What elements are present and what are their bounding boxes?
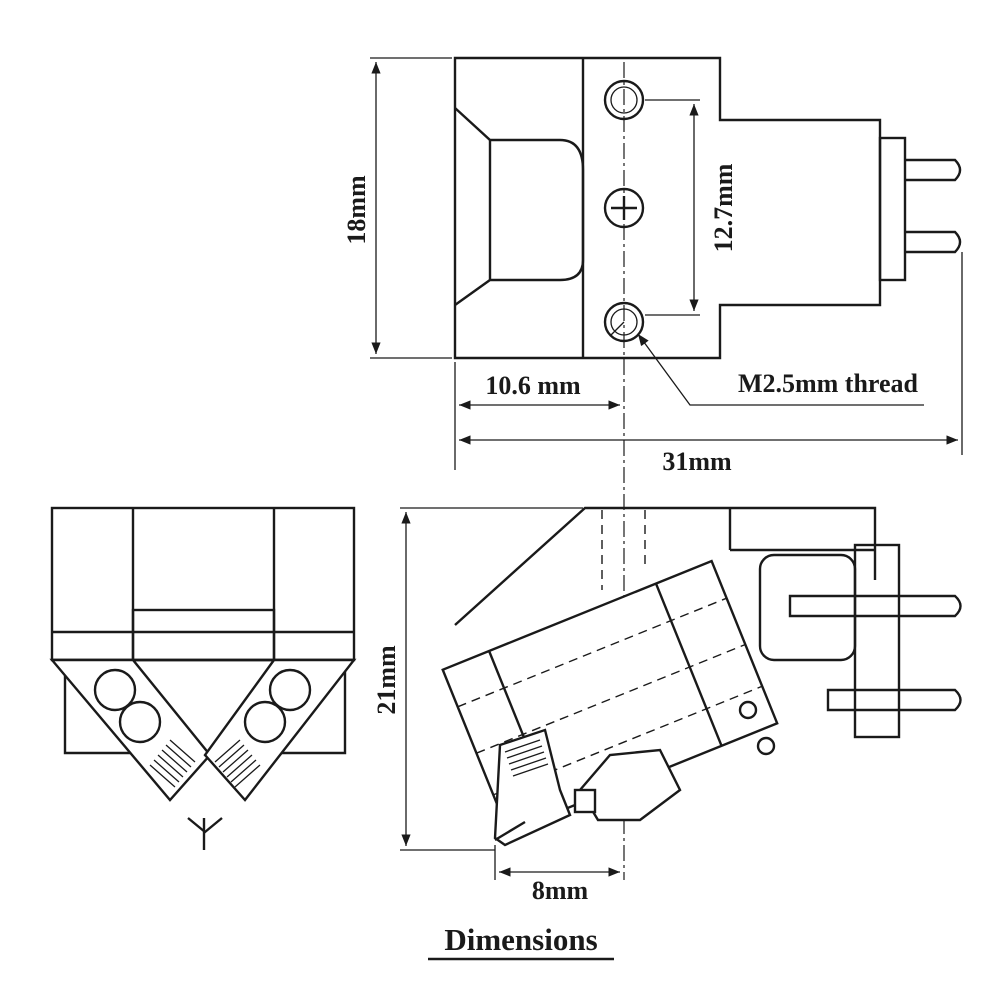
side-view-cantilever-housing (493, 728, 572, 847)
drawing-title: Dimensions (444, 922, 597, 957)
front-view-center-recess (131, 608, 276, 662)
dim-label-total-length: 31mm (662, 447, 732, 476)
front-view-body (50, 506, 356, 662)
dim-label-height-top: 18mm (342, 175, 371, 245)
side-view-generator-cap (573, 788, 597, 814)
side-view-stylus (494, 820, 526, 842)
thread-leader-line (637, 333, 924, 406)
side-view-rear-socket (758, 553, 857, 662)
side-view-thread (504, 739, 549, 777)
front-view-coil-right-upper (268, 668, 312, 712)
top-view-connector-plate (878, 136, 907, 282)
side-view-screw-upper (738, 700, 758, 720)
top-view-body-outline (453, 56, 882, 360)
front-view-coil-left-upper (93, 668, 137, 712)
side-view: 21mm 8mm (372, 506, 962, 905)
top-view-pin-1 (905, 158, 962, 182)
side-view-generator-element (578, 748, 682, 822)
dim-label-front-to-hole: 10.6 mm (485, 371, 581, 400)
front-view-coil-left-lower (118, 700, 162, 744)
front-view-coil-right-lower (243, 700, 287, 744)
side-view-screw-lower (756, 736, 776, 756)
dim-label-thread: M2.5mm thread (738, 369, 919, 398)
front-view-thread-right (214, 739, 261, 788)
top-view-pin-2 (905, 230, 962, 254)
top-view-front-slot (454, 107, 585, 306)
front-view-thread-left (149, 739, 196, 788)
side-view-pin-lower (826, 688, 962, 712)
dim-label-height-side: 21mm (372, 645, 401, 715)
dim-label-stylus-offset: 8mm (532, 876, 589, 905)
front-view-left-coil-arm (49, 658, 212, 802)
side-view-pin-upper (788, 594, 962, 618)
front-view-right-coil-arm (203, 658, 357, 802)
top-view-mount-hole-upper-inner (610, 86, 638, 114)
top-view: 18mm 12.7mm M2.5mm thread 10.6 mm 31mm (342, 56, 963, 880)
side-view-connector-plate (853, 543, 901, 739)
front-view (49, 506, 357, 850)
hole-radius-mark (609, 321, 625, 337)
dim-label-hole-spacing: 12.7mm (709, 163, 738, 252)
